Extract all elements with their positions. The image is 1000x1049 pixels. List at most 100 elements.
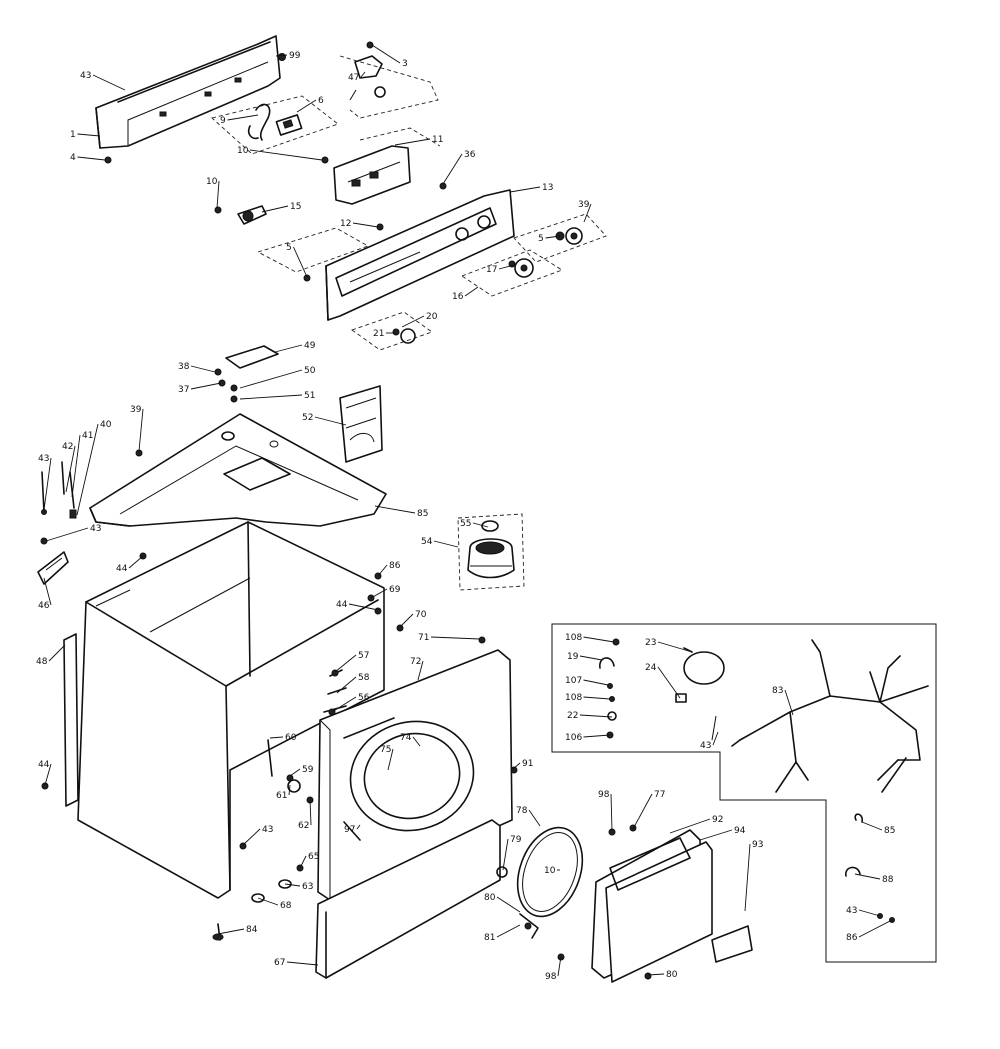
- top-panel-85: [89, 413, 387, 527]
- screw-70: [396, 624, 404, 632]
- leader-line-lbl-44b: [348, 603, 379, 611]
- callout-lbl-65: 65: [308, 852, 319, 862]
- callout-lbl-24: 24: [645, 663, 657, 673]
- leader-line-lbl-22: [579, 714, 613, 718]
- leader-line-lbl-38: [190, 365, 216, 373]
- leader-line-lbl-92: [669, 818, 711, 834]
- toe-panel-67: [315, 819, 501, 979]
- leader-line-lbl-97: [356, 824, 361, 830]
- leader-line-lbl-36: [442, 153, 463, 185]
- leader-line-lbl-43e: [712, 731, 719, 746]
- leader-line-lbl-99: [275, 54, 288, 57]
- bracket-46: [37, 537, 69, 585]
- leader-line-lbl-86b: [858, 919, 893, 938]
- leader-line-lbl-62: [309, 799, 312, 826]
- screw-4: [104, 156, 112, 164]
- leader-line-lbl-88: [854, 873, 881, 880]
- leader-line-lbl-80a: [496, 896, 521, 913]
- callout-lbl-80a: 80: [484, 893, 496, 903]
- leader-line-lbl-43f: [858, 909, 881, 917]
- side-bracket-48: [63, 633, 79, 807]
- callout-lbl-3: 3: [402, 59, 408, 69]
- callout-lbl-43c: 43: [90, 524, 101, 534]
- callout-lbl-74: 74: [400, 733, 412, 743]
- callout-lbl-5b: 5: [286, 243, 292, 253]
- callout-lbl-97: 97: [344, 825, 355, 835]
- leader-line-lbl-20: [401, 315, 425, 328]
- leader-line-lbl-108b: [583, 696, 611, 700]
- leader-line-lbl-51: [239, 394, 303, 400]
- callout-lbl-85: 85: [417, 509, 428, 519]
- leader-line-lbl-68: [257, 897, 279, 906]
- leader-line-lbl-49: [274, 344, 303, 353]
- dashed-outline-timer: [339, 55, 439, 119]
- small-wiring-parts: [599, 638, 620, 739]
- callout-lbl-75: 75: [380, 745, 391, 755]
- leader-line-lbl-11: [394, 138, 431, 146]
- callout-lbl-51: 51: [304, 391, 315, 401]
- leader-line-lbl-107: [583, 679, 609, 686]
- leader-line-lbl-24: [657, 666, 681, 699]
- leader-line-lbl-43c: [45, 527, 89, 542]
- leader-line-lbl-41: [71, 434, 81, 498]
- callout-lbl-10c: 10: [544, 866, 556, 876]
- callout-lbl-98b: 98: [545, 972, 557, 982]
- screw-71: [478, 636, 486, 644]
- callout-lbl-68: 68: [280, 901, 292, 911]
- lid-switch-52: [339, 385, 383, 463]
- screw-80b: [644, 972, 652, 980]
- callout-lbl-108a: 108: [565, 633, 582, 643]
- callout-lbl-46: 46: [38, 601, 50, 611]
- leader-line-lbl-12: [352, 222, 379, 228]
- callout-lbl-19: 19: [567, 652, 579, 662]
- leader-line-lbl-59: [289, 768, 301, 777]
- lamp-socket-9: [247, 103, 271, 141]
- leader-line-lbl-75: [387, 748, 394, 771]
- callout-lbl-1: 1: [70, 130, 76, 140]
- callout-lbl-13: 13: [542, 183, 553, 193]
- callout-lbl-21: 21: [373, 329, 384, 339]
- leader-line-lbl-44c: [44, 763, 52, 786]
- leader-line-lbl-54: [433, 540, 459, 548]
- callout-lbl-59: 59: [302, 765, 314, 775]
- screw-91: [510, 766, 518, 774]
- cabinet-body: [77, 521, 385, 899]
- callout-lbl-79: 79: [510, 835, 522, 845]
- leader-line-lbl-57: [334, 654, 357, 673]
- leader-line-lbl-50: [239, 369, 303, 389]
- callout-lbl-88: 88: [882, 875, 894, 885]
- callout-lbl-80b: 80: [666, 970, 678, 980]
- callout-lbl-60a: 60: [285, 733, 297, 743]
- callout-lbl-58: 58: [358, 673, 370, 683]
- screw-99: [278, 53, 286, 61]
- callout-lbl-47: 47: [348, 73, 359, 83]
- callout-lbl-50: 50: [304, 366, 316, 376]
- callout-lbl-69: 69: [389, 585, 401, 595]
- leader-line-lbl-56: [331, 696, 357, 713]
- console-rear-panel: [95, 35, 281, 149]
- screw-5: [303, 274, 311, 282]
- seal-clip-79: [496, 866, 508, 878]
- leader-line-lbl-79: [502, 838, 509, 871]
- leader-line-lbl-108a: [583, 636, 615, 643]
- leader-line-lbl-84: [217, 928, 245, 935]
- leader-line-lbl-55: [472, 522, 489, 528]
- control-bracket-11: [333, 145, 411, 205]
- dashed-box-6: [211, 95, 339, 155]
- dashed-box-54: [457, 513, 525, 591]
- leader-line-lbl-16: [464, 286, 479, 297]
- door-seal-78: [516, 826, 584, 918]
- leader-line-lbl-65: [299, 855, 307, 869]
- callout-lbl-94: 94: [734, 826, 746, 836]
- timer-knob-assembly: [349, 41, 386, 101]
- callout-lbl-10a: 10: [237, 146, 249, 156]
- leader-line-lbl-40: [76, 423, 99, 516]
- leader-line-lbl-91: [511, 762, 521, 771]
- leader-line-lbl-71: [430, 636, 481, 640]
- callout-lbl-6: 6: [318, 96, 324, 106]
- leader-line-lbl-93: [744, 843, 751, 912]
- agitator-cap-54: [467, 520, 515, 579]
- leader-line-lbl-78: [528, 809, 541, 827]
- callout-lbl-39b: 39: [130, 405, 142, 415]
